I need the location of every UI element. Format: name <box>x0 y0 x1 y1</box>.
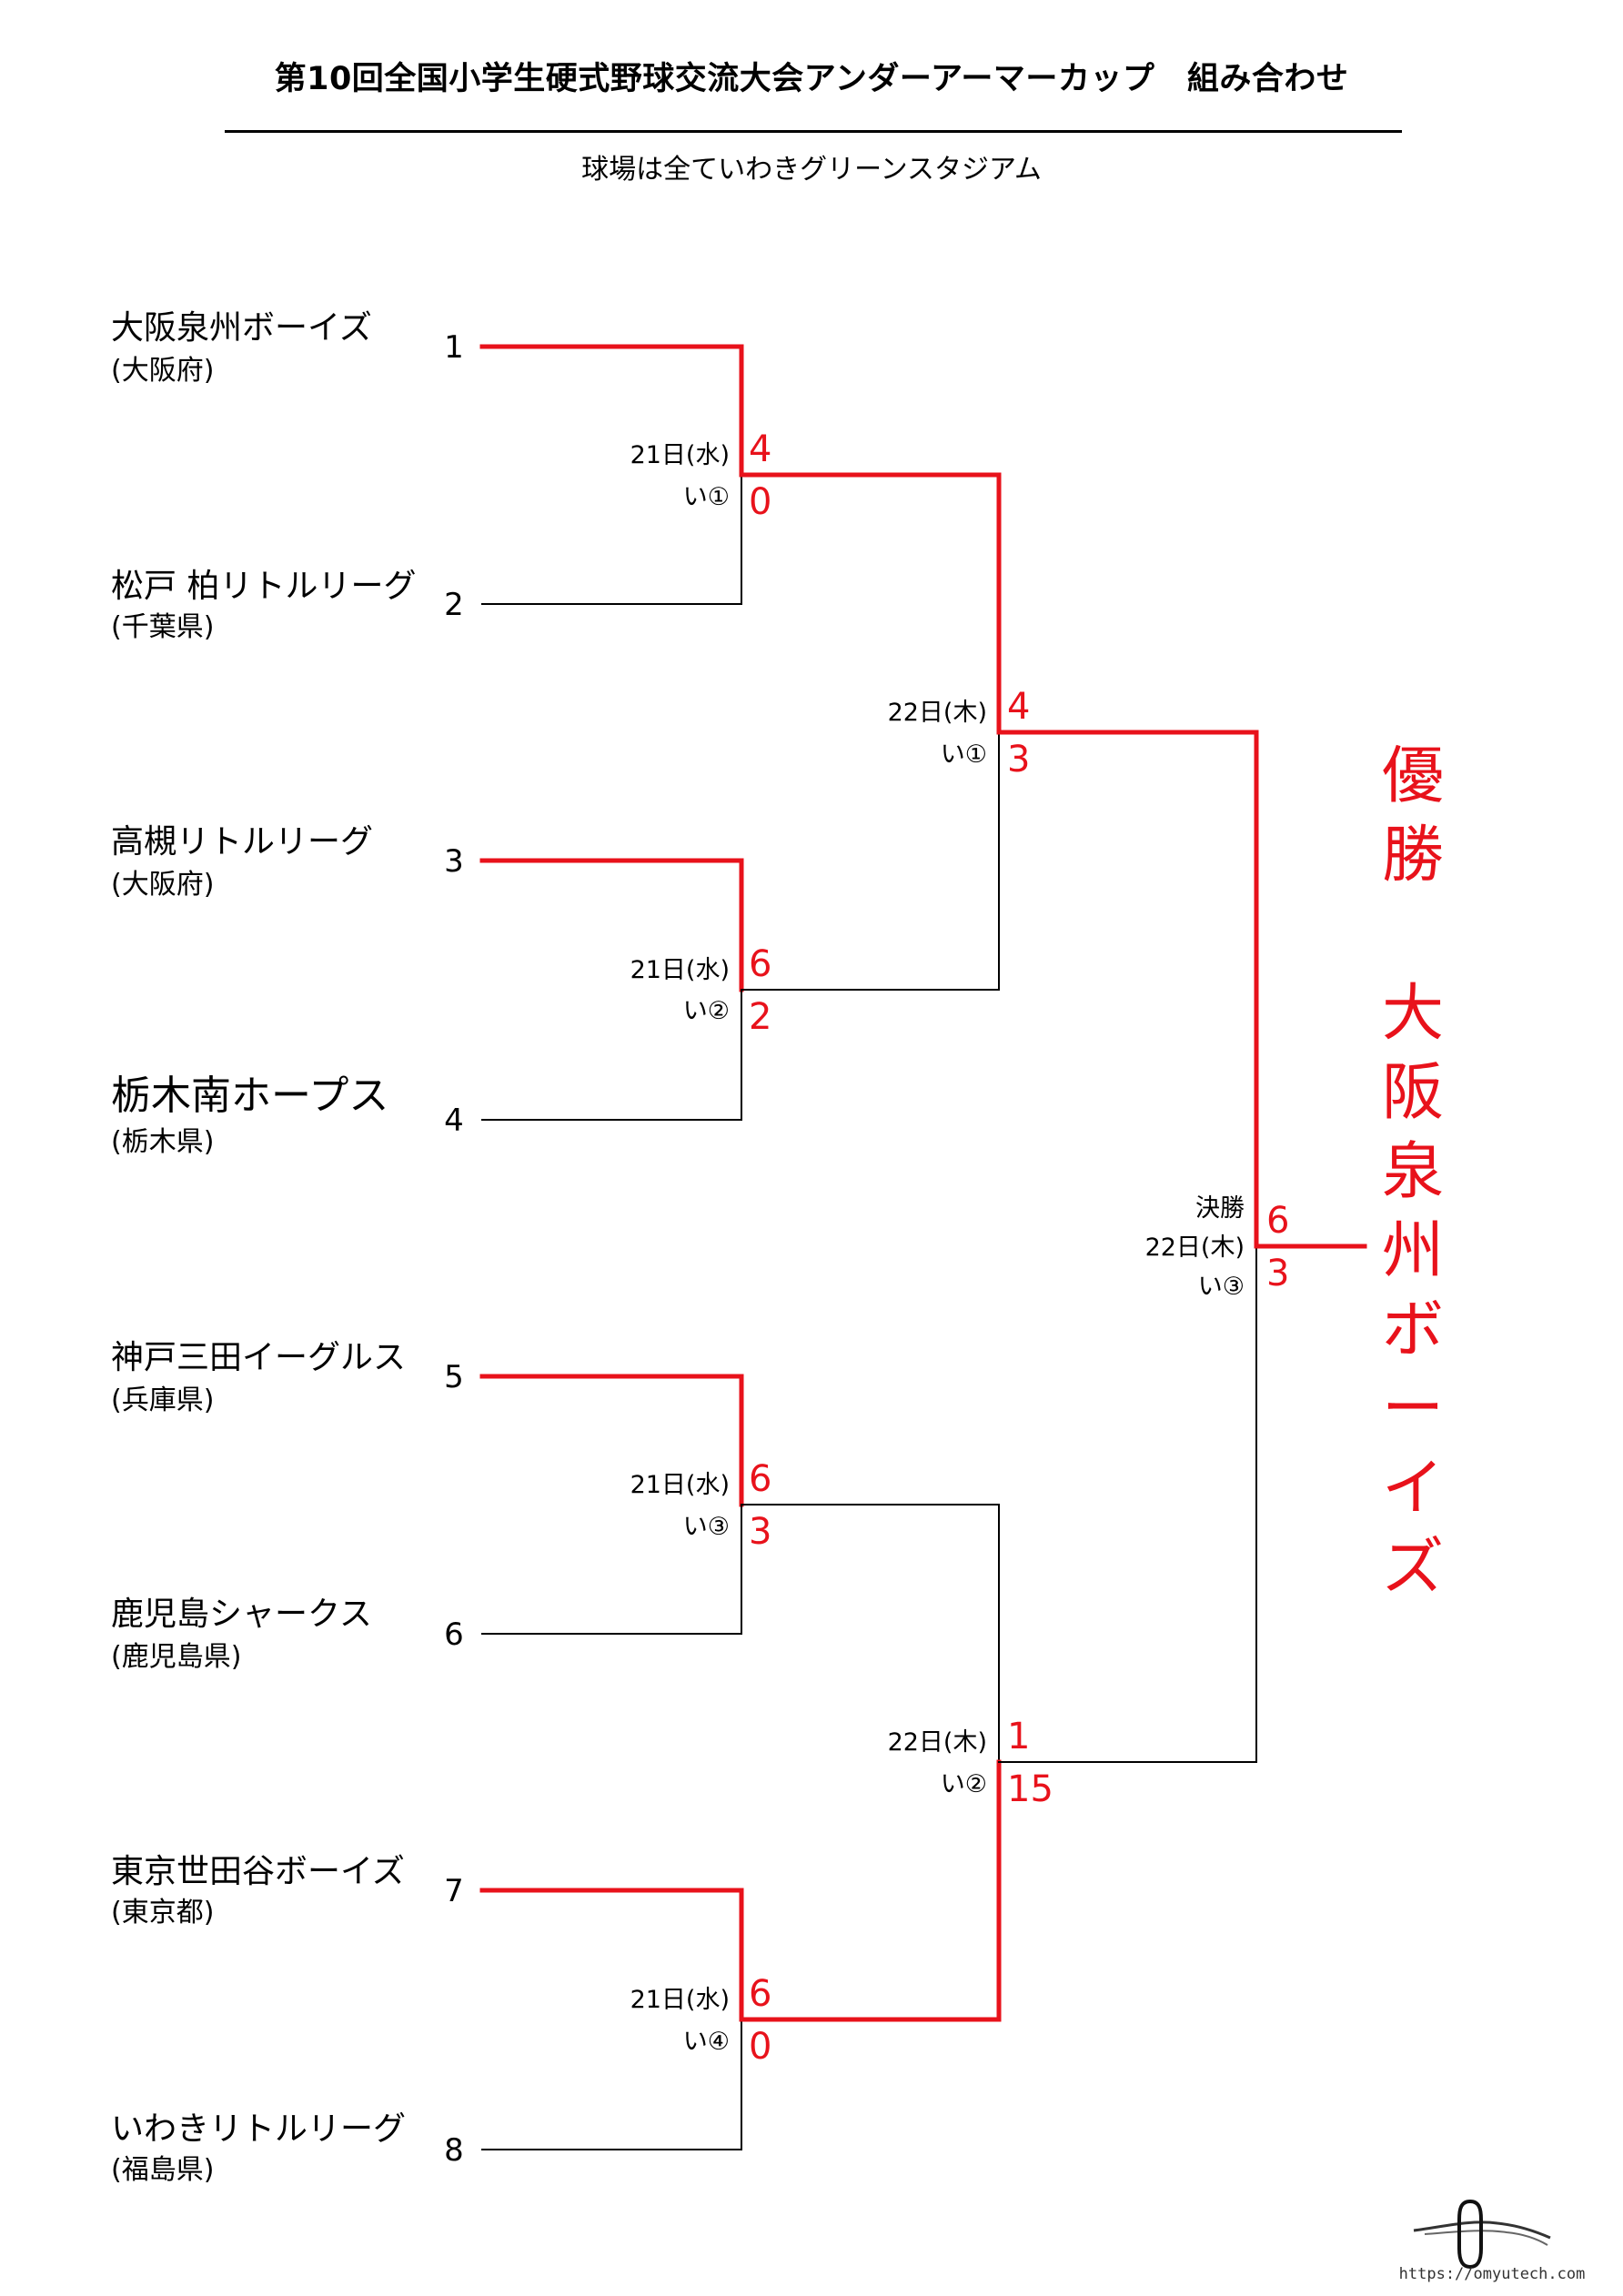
team-pref-1: (大阪府) <box>111 355 215 387</box>
match-slot: い④ <box>682 2028 730 2056</box>
champion-char: ボ <box>1381 1294 1444 1366</box>
site-url[interactable]: https://omyutech.com <box>1398 2265 1586 2283</box>
champion-char: 泉 <box>1381 1136 1444 1208</box>
bracket-line-team-8 <box>481 2019 742 2150</box>
bracket-line-sf1-winner <box>996 730 1259 1249</box>
seed-1: 1 <box>444 329 464 366</box>
champion-char: 大 <box>1381 978 1444 1050</box>
team-name-7: 東京世田谷ボーイズ <box>111 1853 405 1890</box>
match-slot: い② <box>682 997 730 1025</box>
team-pref-2: (千葉県) <box>111 611 215 643</box>
match-date: 22日(木) <box>887 1728 987 1757</box>
seed-3: 3 <box>444 843 464 880</box>
team-name-1: 大阪泉州ボーイズ <box>111 309 372 347</box>
match-date: 22日(木) <box>1144 1234 1245 1262</box>
score-top: 4 <box>1007 686 1031 728</box>
match-slot: い② <box>940 1770 987 1798</box>
bracket-line-m4-winner <box>739 1759 1002 2022</box>
score-top: 6 <box>1266 1200 1290 1242</box>
bracket-line-team-4 <box>481 989 742 1121</box>
bracket-line-team-7 <box>479 1888 744 2022</box>
score-bottom: 3 <box>749 1511 772 1553</box>
score-top: 1 <box>1007 1716 1031 1757</box>
bracket-line-team-1 <box>479 344 744 478</box>
match-slot: い③ <box>682 1513 730 1541</box>
team-pref-5: (兵庫県) <box>111 1385 215 1416</box>
bracket-line-team-3 <box>479 858 744 992</box>
champion-char: 勝 <box>1381 820 1444 891</box>
seed-4: 4 <box>444 1103 464 1139</box>
match-slot: い① <box>682 483 730 511</box>
bracket-line-team-5 <box>479 1374 744 1507</box>
team-name-3: 高槻リトルリーグ <box>111 823 374 861</box>
seed-6: 6 <box>444 1616 464 1653</box>
match-slot: い③ <box>1197 1273 1245 1301</box>
champion-char: 阪 <box>1381 1057 1444 1129</box>
team-name-2: 松戸 柏リトルリーグ <box>111 568 417 605</box>
team-pref-8: (福島県) <box>111 2154 215 2186</box>
team-pref-3: (大阪府) <box>111 869 215 901</box>
champion-char: 優 <box>1381 740 1444 812</box>
bracket-line-team-2 <box>481 474 742 605</box>
seed-2: 2 <box>444 587 464 623</box>
final-label: 決勝 <box>1195 1194 1245 1223</box>
score-top: 6 <box>749 1973 772 2015</box>
score-top: 6 <box>749 1458 772 1500</box>
score-bottom: 0 <box>749 481 772 523</box>
score-bottom: 3 <box>1266 1253 1290 1294</box>
match-date: 21日(水) <box>630 441 730 469</box>
score-top: 6 <box>749 943 772 985</box>
team-name-8: いわきリトルリーグ <box>111 2110 407 2148</box>
team-name-5: 神戸三田イーグルス <box>111 1339 407 1376</box>
score-top: 4 <box>749 428 772 470</box>
match-date: 21日(水) <box>630 956 730 984</box>
title-divider <box>225 130 1402 133</box>
site-logo <box>1413 2199 1551 2270</box>
champion-char: ー <box>1381 1374 1444 1445</box>
team-name-4: 栃木南ホープス <box>111 1072 389 1119</box>
score-bottom: 15 <box>1007 1768 1053 1810</box>
champion-char: イ <box>1381 1453 1444 1525</box>
score-bottom: 3 <box>1007 739 1031 780</box>
match-slot: い① <box>940 740 987 769</box>
score-bottom: 2 <box>749 996 772 1038</box>
champion-char: ズ <box>1381 1532 1444 1604</box>
bracket-line-team-6 <box>481 1504 742 1635</box>
match-date: 22日(木) <box>887 699 987 727</box>
bracket-line-m3-winner <box>741 1504 1000 1763</box>
seed-5: 5 <box>444 1359 464 1395</box>
team-pref-4: (栃木県) <box>111 1126 215 1158</box>
champion-banner: 優 勝 大 阪 泉 州 ボ ー イ ズ <box>1376 737 1450 1607</box>
team-pref-6: (鹿児島県) <box>111 1641 242 1673</box>
seed-8: 8 <box>444 2132 464 2169</box>
bracket-line-m1-winner <box>739 472 1002 735</box>
bracket-line-m2-winner <box>741 731 1000 991</box>
score-bottom: 0 <box>749 2026 772 2068</box>
champion-char: 州 <box>1381 1215 1444 1287</box>
team-name-6: 鹿児島シャークス <box>111 1596 372 1633</box>
match-date: 21日(水) <box>630 1471 730 1499</box>
match-date: 21日(水) <box>630 1986 730 2014</box>
champion-char <box>1376 895 1450 974</box>
page-title: 第10回全国小学生硬式野球交流大会アンダーアーマーカップ 組み合わせ <box>274 61 1349 97</box>
bracket-line-sf2-winner <box>998 1245 1257 1763</box>
team-pref-7: (東京都) <box>111 1897 215 1928</box>
page-subtitle: 球場は全ていわきグリーンスタジアム <box>581 154 1042 186</box>
seed-7: 7 <box>444 1873 464 1909</box>
